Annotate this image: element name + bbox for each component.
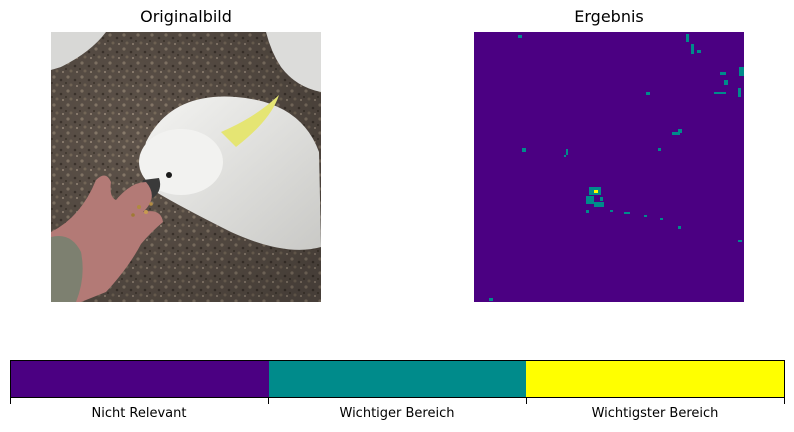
result-heatmap — [474, 32, 744, 302]
colorbar-tick — [268, 398, 269, 404]
colorbar — [10, 360, 785, 398]
colorbar-label-not-relevant: Nicht Relevant — [91, 406, 187, 421]
cockatoo-photo — [51, 32, 321, 302]
result-heatmap-image — [474, 32, 744, 302]
colorbar-tick — [10, 398, 11, 404]
colorbar-label-important: Wichtiger Bereich — [339, 406, 455, 421]
result-image-title: Ergebnis — [574, 7, 644, 26]
colorbar-segment-not-relevant — [11, 361, 269, 397]
colorbar-tick — [784, 398, 785, 404]
colorbar-tick — [526, 398, 527, 404]
colorbar-label-most-important: Wichtigster Bereich — [591, 406, 719, 421]
colorbar-segment-most-important — [526, 361, 785, 397]
original-image — [51, 32, 321, 302]
colorbar-segment-important — [268, 361, 527, 397]
original-image-title: Originalbild — [140, 7, 232, 26]
